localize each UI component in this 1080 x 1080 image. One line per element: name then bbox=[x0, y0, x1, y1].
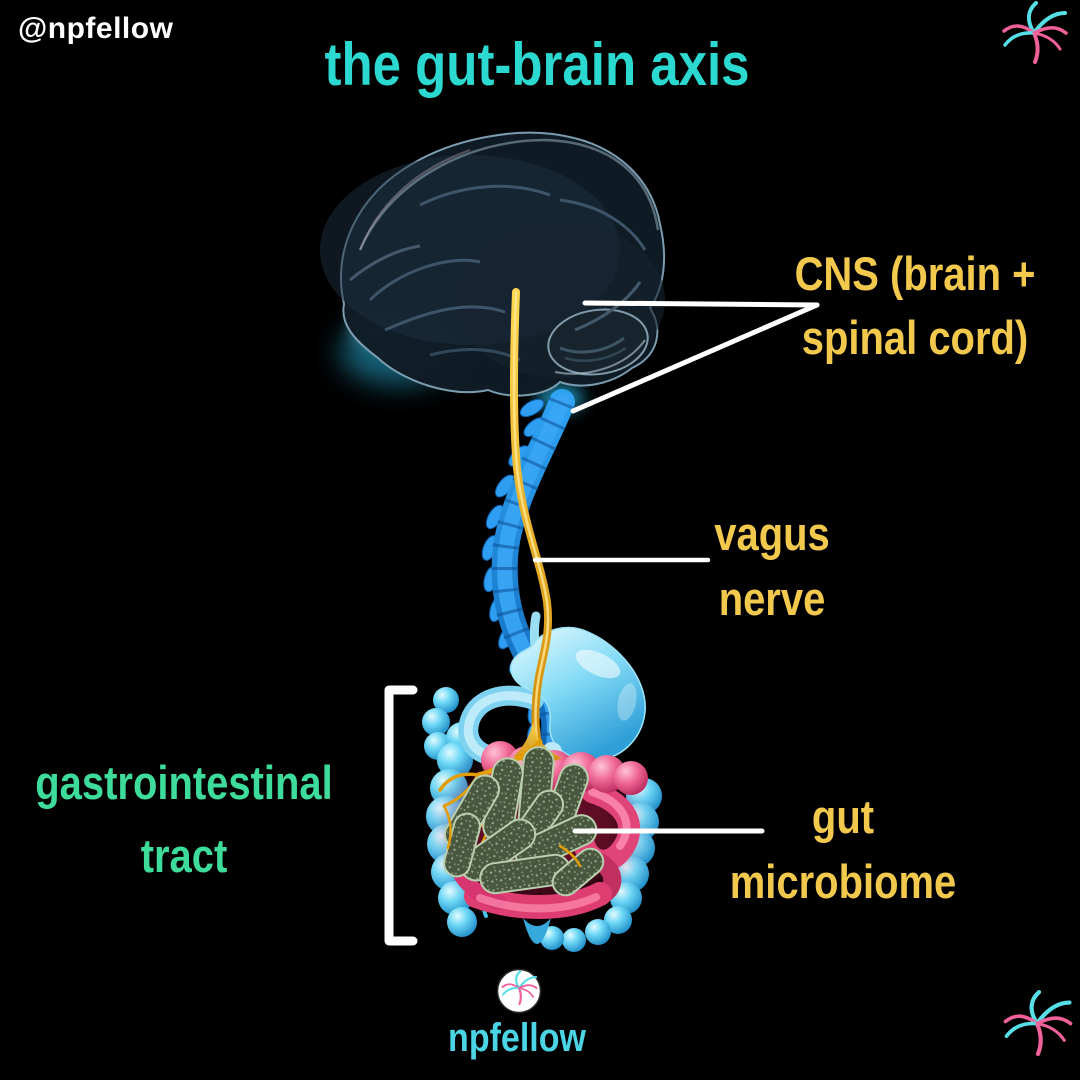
label-micro-line2: microbiome bbox=[729, 855, 957, 908]
label-vagus-nerve: vagus nerve bbox=[714, 501, 829, 631]
label-micro-line1: gut bbox=[811, 790, 875, 843]
leader-line-cns-upper bbox=[582, 300, 820, 308]
label-gi-line1: gastrointestinal bbox=[35, 756, 333, 809]
logo-badge bbox=[496, 968, 542, 1014]
user-handle: @npfellow bbox=[18, 12, 174, 45]
label-gut-microbiome: gut microbiome bbox=[730, 784, 956, 914]
palm-tree-icon bbox=[1002, 1, 1068, 64]
gi-bracket bbox=[384, 685, 418, 946]
label-gi-line2: tract bbox=[140, 829, 228, 882]
label-cns-line1: CNS (brain + bbox=[794, 247, 1036, 300]
brain-illustration bbox=[320, 131, 666, 413]
page-title: the gut-brain axis bbox=[324, 31, 750, 98]
gut-bacteria-illustration bbox=[442, 746, 605, 897]
label-gi-tract: gastrointestinal tract bbox=[35, 746, 332, 892]
label-cns: CNS (brain + spinal cord) bbox=[795, 242, 1036, 370]
label-vagus-line1: vagus bbox=[714, 507, 830, 560]
label-vagus-line2: nerve bbox=[718, 572, 826, 625]
label-cns-line2: spinal cord) bbox=[801, 311, 1029, 364]
footer-logo-text: npfellow bbox=[448, 1016, 586, 1060]
palm-tree-icon bbox=[1005, 992, 1070, 1054]
leader-line-cns-lower bbox=[570, 302, 820, 414]
